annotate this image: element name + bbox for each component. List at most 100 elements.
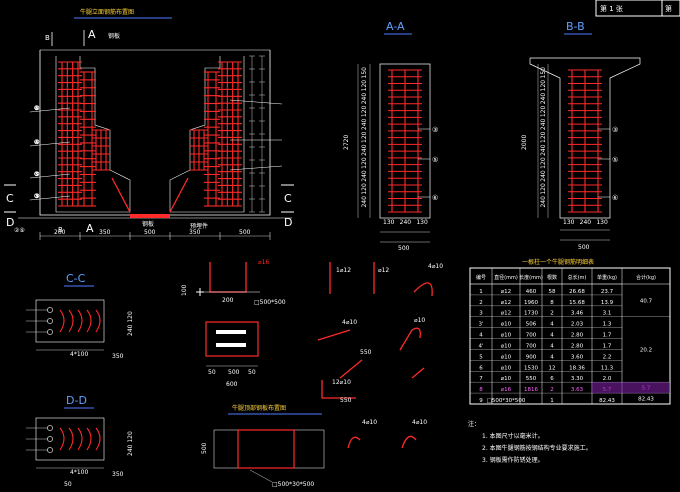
table-cell: 2.0	[603, 376, 612, 382]
table-cell: 9	[479, 398, 483, 404]
plate-dim-200: 200	[222, 297, 234, 304]
table-cell: 1.3	[603, 322, 612, 328]
plan-leader-label: ⑤	[34, 171, 39, 178]
aa-marker: ⑥	[432, 194, 438, 202]
svg-text:D: D	[6, 216, 14, 229]
plan-leader-left	[29, 141, 71, 147]
section-dim: 240	[361, 170, 368, 182]
table-cell: 4	[550, 354, 554, 360]
section-bottom-dim: 130	[596, 219, 608, 226]
sheet-cell: 第	[665, 4, 672, 13]
small-cage-marker	[47, 329, 53, 335]
detail-label: □500*30*500	[272, 481, 314, 488]
plate-dim-500: 500	[228, 369, 240, 376]
table-cell: 4	[550, 343, 554, 349]
plate-elevation: 牛腿顶部钢板布置图 500 □500*30*500	[201, 404, 325, 488]
table-cell: 4	[479, 333, 483, 339]
section-cc-title: C-C	[66, 272, 86, 285]
notes-heading: 注：	[468, 420, 480, 428]
section-dim: 240	[540, 170, 547, 182]
section-dim: 240	[540, 118, 547, 130]
section-cd-left: C D	[4, 184, 16, 229]
table-cell: 4	[550, 322, 554, 328]
table-cell: 2	[550, 387, 554, 393]
table-cell: ⌀10	[501, 333, 512, 339]
rebar-label: 1⌀12	[336, 267, 351, 274]
aa-marker: ③	[432, 126, 438, 134]
plan-note-top: 钢板	[108, 32, 120, 40]
table-cell: 6	[479, 365, 483, 371]
section-cc: C-C 4*100 350 240 120	[26, 272, 134, 360]
section-bottom-dim: 130	[383, 219, 395, 226]
small-cage-marker	[47, 318, 53, 324]
notes: 注： 1. 本图尺寸以毫米计。 2. 本图牛腿钢筋按钢结构专业要求施工。 3. …	[468, 420, 592, 464]
plan-label-plate: 钢板	[142, 220, 154, 228]
dd-dim-350: 350	[112, 471, 124, 478]
right-diagonal-bar	[169, 177, 189, 213]
plan-bottom-dim: 350	[189, 229, 201, 236]
section-dim: 120	[540, 106, 547, 118]
plate-bar-label: ⌀16	[258, 259, 269, 266]
table-cell: 4	[550, 333, 554, 339]
table-cell: 18.36	[569, 365, 585, 371]
section-bb-title: B-B	[566, 20, 585, 33]
plan-leader-label: ③	[34, 193, 39, 200]
table-cell: 3.46	[571, 311, 584, 317]
table-header-cell: 长度(mm)	[519, 274, 543, 281]
table-header-cell: 单重(kg)	[597, 274, 617, 281]
plate-dim-side: 100	[181, 284, 188, 296]
plate-dim-50b: 50	[248, 369, 256, 376]
table-cell: 1.7	[603, 333, 612, 339]
plate-dim-600: 600	[226, 381, 238, 388]
small-cage-bar	[59, 427, 65, 451]
table-cell: 1730	[524, 311, 538, 317]
plan-leader-left	[29, 195, 71, 201]
note-2: 2. 本图牛腿钢筋按钢结构专业要求施工。	[482, 444, 592, 452]
section-dim: 120	[540, 183, 547, 195]
table-cell: 700	[526, 343, 537, 349]
rebar-label: 4⌀10	[342, 319, 357, 326]
cc-dim: 4*100	[70, 351, 88, 358]
table-cell: 2.80	[571, 333, 584, 339]
bb-marker: ③	[612, 126, 618, 134]
svg-text:C: C	[284, 192, 292, 205]
plan-leader-left	[29, 107, 71, 113]
plan-bottom-dim: 200	[54, 229, 66, 236]
section-dim: 120	[540, 157, 547, 169]
dd-dim-240: 240 120	[127, 431, 134, 456]
small-cage-bar	[77, 427, 83, 451]
section-dim: 240	[540, 93, 547, 105]
detail-title: 牛腿顶部钢板布置图	[232, 404, 286, 412]
table-cell: 12	[549, 365, 556, 371]
rebar-label: 4⌀10	[412, 419, 427, 426]
table-header-cell: 合计(kg)	[636, 274, 656, 281]
aa-marker: ⑤	[432, 156, 438, 164]
section-cd-right: C D	[281, 184, 294, 229]
section-dim: 120	[361, 183, 368, 195]
plan-leader-right	[229, 99, 283, 105]
svg-text:D: D	[284, 216, 292, 229]
small-cage-bar	[95, 309, 101, 333]
table-cell: 3	[479, 311, 483, 317]
section-dim: 240	[361, 144, 368, 156]
section-dim: 120	[540, 80, 547, 92]
table-title: 一根柱一个牛腿钢筋明细表	[522, 258, 594, 266]
table-header-cell: 总长(m)	[568, 274, 587, 281]
table-cell: 7	[479, 376, 483, 382]
small-cage-bar	[77, 309, 83, 333]
dd-dim: 4*100	[70, 469, 88, 476]
table-cell: ⌀12	[501, 311, 511, 317]
section-aa: A-A ③⑥⑤ 15012024012024012024012024012024…	[343, 20, 438, 252]
plate-dim-50a: 50	[208, 369, 216, 376]
table-header-cell: 根数	[547, 274, 557, 281]
small-cage-marker	[47, 425, 53, 431]
small-cage-bar	[59, 309, 65, 333]
table-cell: ⌀12	[501, 289, 511, 295]
bb-total: 2000	[521, 135, 528, 150]
section-bottom-dim: 240	[580, 219, 592, 226]
plan-leader-label: ④	[34, 139, 39, 146]
plan-marks-bottom: ②⑨	[14, 227, 25, 234]
table-header-cell: 编号	[476, 274, 486, 281]
section-dim: 150	[540, 67, 547, 79]
main-elevation: 牛腿立面钢筋布置图 B A 钢板 B A ②⑨ C D C	[4, 8, 294, 240]
